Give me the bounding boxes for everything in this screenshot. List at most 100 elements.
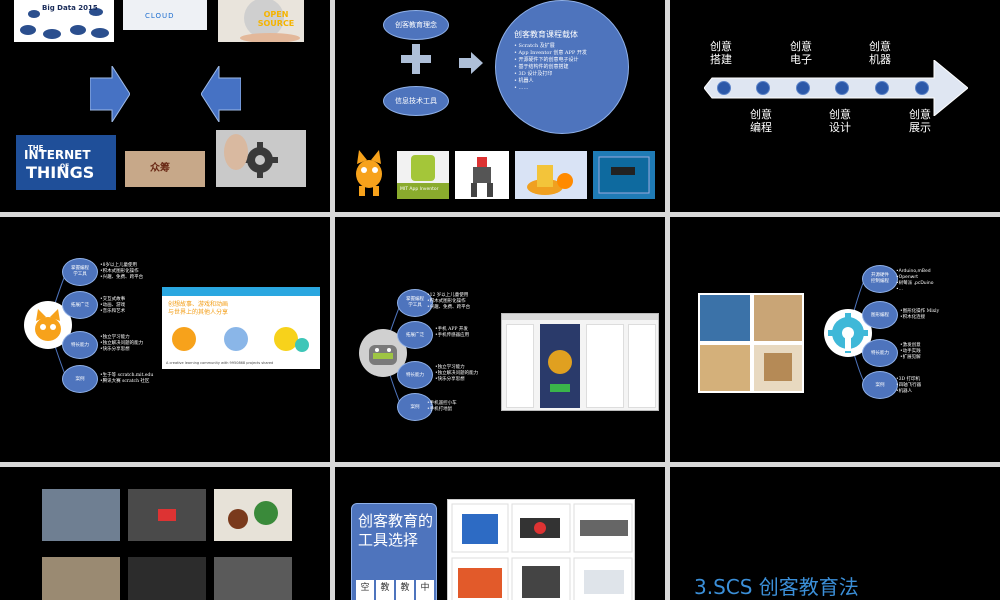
slide-thumbnail-4[interactable]: 掌握编程 学工具 拓展广泛 特长能力 案例 •8岁以上儿童使用 •积木式图形化操… [0,217,330,462]
list-item: • Scratch 及扩展 [514,43,555,49]
note: •机器人 [896,389,913,394]
course-carrier-circle: 创客教育课程载体 • Scratch 及扩展 • App Inventor 创意… [495,0,629,134]
house-photo [42,557,120,600]
note: •12 岁以上儿童使用 [427,293,469,298]
note: •生于等 scratch.mit.edu [100,373,154,378]
note: •动画、游戏 [100,303,126,308]
slide-thumbnail-8[interactable]: 创客教育的 工具选择 空 教 教 中 [335,467,665,600]
fashion-photo [42,489,120,541]
app-inventor-label: MIT App Inventor [400,187,439,192]
cloud-text: CLOUD [145,12,175,20]
slide-thumbnail-6[interactable]: 开源硬件 控制编程 图形编程 特长能力 案例 •Arduino,mBed •Op… [670,217,1000,462]
app-inventor-screenshot [501,313,659,411]
vertical-tab-2: 教 [376,580,394,600]
banner-line1: 创想故事、游戏和动画 [168,301,229,308]
note: •图形化操作 Mixly [900,309,940,314]
notes-group-2: •交互式故事 •动画、游戏 •音乐和艺术 [100,297,125,315]
scratch-cat-icon [356,150,382,196]
tool-selection-title: 创客教育的 工具选择 [358,512,434,549]
arrow-right-icon [459,52,483,74]
hardware-photo-collage [698,293,804,393]
arduino-board-image [593,151,655,199]
note: •兴趣、免费、跨平台 [427,305,471,310]
notes-group-4: •手机遥控小车 •手机打地鼠 [427,401,457,413]
list-item: • 开源硬件下的创意电子设计 [514,57,579,63]
timeline-label-electronics: 创意 电子 [790,40,812,66]
note: •独立解决问题的能力 [100,341,144,346]
big-data-text: Big Data 2015 [42,4,98,12]
node-cases: 案例 [62,365,98,393]
note: •积木式图形化操作 [427,299,466,304]
note: •激发创意 [900,343,921,348]
slide-thumbnail-9[interactable]: 3.SCS 创客教育法 [670,467,1000,600]
note: •独立学习能力 [435,365,465,370]
node-special-skills: 特长能力 [62,331,98,359]
node-cases: 案例 [862,371,898,399]
note: •动手实践 [900,349,921,354]
iot-the: THE [28,144,44,152]
notes-group-2: •手机 APP 开发 •手机传感器应用 [435,327,469,339]
timeline-label-programming: 创意 编程 [750,108,772,134]
banner-line2: 与世界上的其他人分享 [168,309,229,316]
timeline-label-design: 创意 设计 [829,108,851,134]
site-nav-bar [162,287,320,296]
note: •四轴飞行器 [896,383,922,388]
gear-icon [242,142,278,178]
notes-group-4: •生于等 scratch.mit.edu •腾讯大赛 scratch 社区 [100,373,153,385]
node-special-skills: 特长能力 [862,339,898,367]
timeline-dot [756,81,770,95]
app-inventor-image: MIT App Inventor [397,151,449,199]
food-print-photo [214,489,292,541]
notes-group-3: •独立学习能力 •独立解决问题的能力 •快乐分享思想 [100,335,143,353]
node-programming-tool: 掌握编程 学工具 [397,289,433,317]
node-graphic-programming: 图形编程 [862,301,898,329]
note: •手机打地鼠 [427,407,453,412]
list-item: • 基于结构件的创意搭建 [514,64,569,70]
note: •手机 APP 开发 [435,327,468,332]
slide-thumbnail-7[interactable] [0,467,330,600]
note: •交互式故事 [100,297,126,302]
list-item: • 机器人 [514,78,534,84]
it-tools-oval: 信息技术工具 [383,86,449,116]
node-broad-extension: 拓展广泛 [62,291,98,319]
slide-thumbnail-5[interactable]: 掌握编程 学工具 拓展广泛 特长能力 案例 •12 岁以上儿童使用 •积木式图形… [335,217,665,462]
timeline-dot [835,81,849,95]
node-special-skills: 特长能力 [397,361,433,389]
slide-thumbnail-1[interactable]: Big Data 2015 CLOUD OPEN SOURCE THE INTE… [0,0,330,212]
node-hardware-control: 开源硬件 控制编程 [862,265,898,293]
gear-icon [828,313,868,353]
notes-group-1: •12 岁以上儿童使用 •积木式图形化操作 •兴趣、免费、跨平台 [427,293,470,311]
note: •树莓派 ,pcDuino [896,281,934,286]
node-cases: 案例 [397,393,433,421]
arrow-left-icon [201,66,241,122]
android-icon [369,345,397,365]
note: •Arduino,mBed [896,269,931,274]
node-programming-tool: 掌握编程 学工具 [62,258,98,286]
notes-group-2: •图形化操作 Mixly •积木化连接 [900,309,939,321]
circle-title: 创客教育课程载体 [514,30,578,39]
vertical-tab-1: 空 [356,580,374,600]
list-item: • 3D 设计及打印 [514,71,553,77]
note: •... [896,287,903,292]
iot-things: THINGS [26,163,95,182]
vertical-tab-4: 中 [416,580,434,600]
scratch-website-banner: 创想故事、游戏和动画 与世界上的其他人分享 A creative learnin… [162,287,320,369]
notes-group-3: •独立学习能力 •独立解决问题的能力 •快乐分享思想 [435,365,478,383]
holding-object-photo [128,489,206,541]
plus-icon [401,44,431,74]
node-broad-extension: 拓展广泛 [397,321,433,349]
list-item: • …… [514,85,529,91]
timeline-label-build: 创意 搭建 [710,40,732,66]
3d-print-image [515,151,587,199]
open-source-text: OPEN SOURCE [257,10,295,28]
internet-of-things-image: THE INTERNET OF THINGS [16,135,116,190]
crowdfunding-text: 众筹 [150,163,170,174]
cloud-image: CLOUD [123,0,207,30]
timeline-dot [915,81,929,95]
tool-images-grid [447,499,635,600]
slide-thumbnail-3[interactable]: 创意 搭建 创意 电子 创意 机器 创意 编程 创意 设计 创意 展示 [670,0,1000,212]
slide-thumbnail-2[interactable]: 创客教育理念 信息技术工具 创客教育课程载体 • Scratch 及扩展 • A… [335,0,665,212]
sculpture-photo [128,557,206,600]
note: •独立解决问题的能力 [435,371,479,376]
note: •快乐分享思想 [435,377,465,382]
